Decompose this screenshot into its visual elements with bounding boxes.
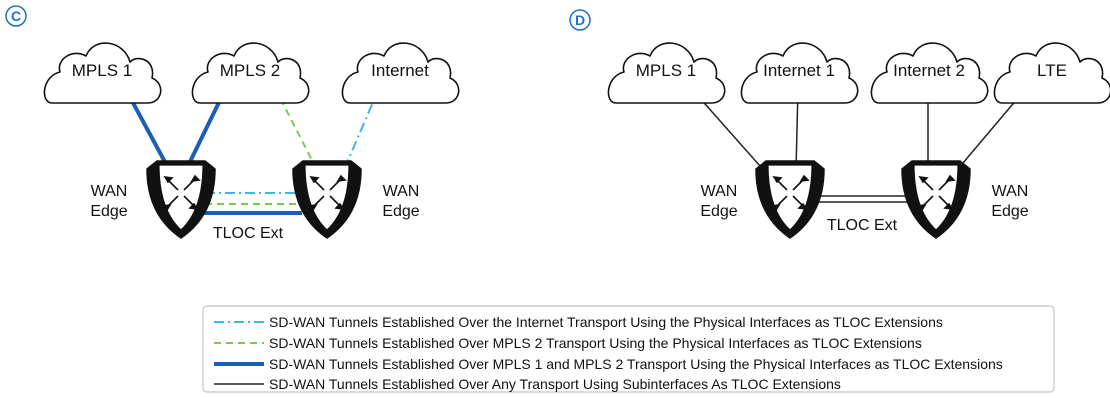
legend-item-subinterfaces: SD-WAN Tunnels Established Over Any Tran… — [214, 376, 841, 392]
wan-edge-left-label-line1-d: WAN — [701, 183, 738, 200]
cloud-internet-c: Internet — [341, 42, 460, 104]
wan-edge-right-d — [901, 160, 971, 239]
tloc-ext-label-d: TLOC Ext — [827, 217, 898, 234]
legend-item-label: SD-WAN Tunnels Established Over MPLS 2 T… — [269, 335, 922, 351]
legend-item-label: SD-WAN Tunnels Established Over MPLS 1 a… — [269, 356, 1003, 372]
wan-edge-left-c — [146, 160, 216, 239]
wan-edge-left-label-line1: WAN — [91, 183, 128, 200]
cloud-label: MPLS 1 — [72, 61, 132, 80]
wan-edge-left-label-line2-d: Edge — [700, 203, 737, 220]
panel-c-badge: C — [5, 5, 27, 27]
wan-edge-right-label-line2: Edge — [382, 203, 419, 220]
cloud-label: MPLS 1 — [636, 61, 696, 80]
wan-edge-right-label-line1: WAN — [383, 183, 420, 200]
panel-d: D MPLS 1 Internet 1 Internet 2 LTE — [569, 9, 1110, 239]
legend-item-label: SD-WAN Tunnels Established Over the Inte… — [269, 314, 943, 330]
cloud-internet2-d: Internet 2 — [870, 42, 989, 104]
wan-edge-right-label-line2-d: Edge — [991, 203, 1028, 220]
wan-edge-right-c — [292, 160, 362, 239]
cloud-internet1-d: Internet 1 — [740, 42, 859, 104]
panel-d-badge-letter: D — [575, 12, 585, 28]
panel-c-badge-letter: C — [11, 8, 21, 24]
legend-item-internet: SD-WAN Tunnels Established Over the Inte… — [214, 314, 943, 330]
legend-item-label: SD-WAN Tunnels Established Over Any Tran… — [269, 376, 841, 392]
wan-edge-left-d — [755, 160, 825, 239]
cloud-mpls2-c: MPLS 2 — [191, 42, 310, 104]
wan-edge-right-label-line1-d: WAN — [992, 183, 1029, 200]
cloud-label: Internet — [371, 61, 429, 80]
legend-item-mpls2: SD-WAN Tunnels Established Over MPLS 2 T… — [214, 335, 922, 351]
wan-edge-left-label-line2: Edge — [90, 203, 127, 220]
cloud-mpls1-c: MPLS 1 — [43, 42, 162, 104]
panel-c: C MPLS 1 MPLS 2 Internet — [5, 5, 460, 242]
legend-box — [202, 305, 1055, 393]
panel-d-badge: D — [569, 9, 591, 31]
legend: SD-WAN Tunnels Established Over the Inte… — [202, 305, 1055, 393]
cloud-label: MPLS 2 — [220, 61, 280, 80]
cloud-label: Internet 2 — [893, 61, 965, 80]
cloud-lte-d: LTE — [993, 42, 1110, 104]
cloud-label: Internet 1 — [763, 61, 835, 80]
cloud-label: LTE — [1037, 61, 1067, 80]
cloud-mpls1-d: MPLS 1 — [607, 42, 726, 104]
legend-item-mpls-both: SD-WAN Tunnels Established Over MPLS 1 a… — [214, 356, 1003, 372]
tloc-ext-label-c: TLOC Ext — [213, 225, 284, 242]
